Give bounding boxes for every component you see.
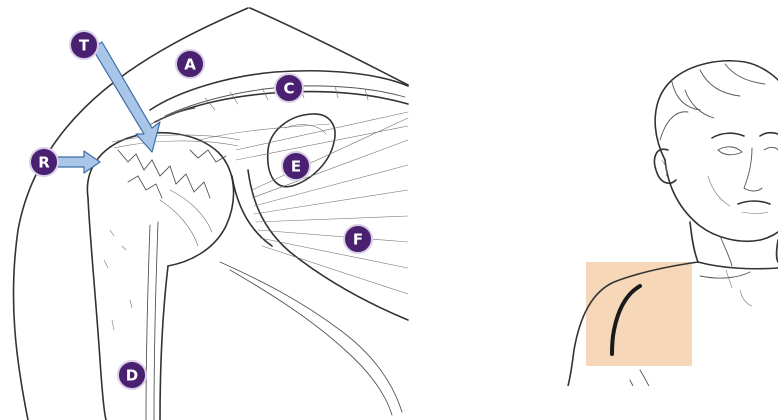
- incision-region: [586, 262, 692, 366]
- svg-text:E: E: [291, 158, 301, 176]
- shoulder-anatomy-illustration: T A C R E F D: [13, 8, 408, 420]
- svg-text:T: T: [79, 37, 90, 55]
- svg-text:C: C: [283, 80, 294, 98]
- label-a: A: [176, 50, 204, 78]
- svg-text:A: A: [184, 56, 196, 74]
- label-c: C: [275, 74, 303, 102]
- arrow-r: [58, 151, 100, 173]
- svg-text:D: D: [126, 367, 138, 385]
- label-r: R: [30, 148, 58, 176]
- man-bust-incision-illustration: [560, 61, 778, 420]
- arrow-t: [92, 42, 160, 152]
- svg-text:F: F: [353, 231, 363, 249]
- label-e: E: [282, 152, 310, 180]
- label-f: F: [344, 225, 372, 253]
- label-d: D: [118, 361, 146, 389]
- label-t: T: [70, 31, 98, 59]
- svg-text:R: R: [38, 154, 50, 172]
